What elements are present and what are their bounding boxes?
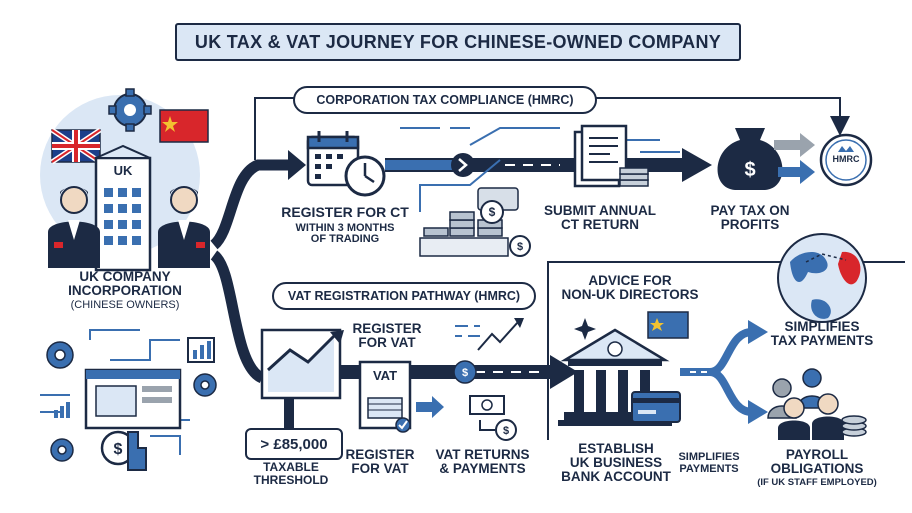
chart-icon [187, 337, 215, 363]
ct-register-label: REGISTER FOR CT WITHIN 3 MONTHS OF TRADI… [280, 205, 410, 246]
advice-line1: ADVICE FOR [588, 273, 672, 288]
laptop-screen [84, 368, 182, 430]
ct-register-line1: REGISTER FOR CT [281, 204, 409, 220]
svg-text:$: $ [517, 241, 523, 253]
vat-doc-label: VAT [372, 368, 398, 383]
company-label-line3: (CHINESE OWNERS) [70, 299, 180, 312]
threshold-line1: TAXABLE [263, 460, 319, 474]
svg-text:$: $ [114, 441, 123, 458]
ct-flow-band-light [385, 160, 465, 170]
ct-pay-line1: PAY TAX ON [710, 203, 790, 218]
section-vat: VAT REGISTRATION PATHWAY (HMRC) [272, 282, 536, 310]
bar-chart-small [54, 402, 70, 418]
clock-icon [344, 155, 386, 197]
coin-stack-icon: $ $ [419, 187, 531, 257]
vat-register-bottom-line1: REGISTER [345, 447, 415, 462]
outcome-payroll-line1: PAYROLL [785, 447, 849, 462]
vat-returns-line1: VAT RETURNS [435, 447, 530, 462]
svg-text:$: $ [503, 425, 509, 437]
vat-returns-line2: & PAYMENTS [439, 461, 526, 477]
company-label-line2: INCORPORATION [68, 283, 182, 299]
vat-flow-arrowhead [550, 355, 578, 389]
page-title: UK TAX & VAT JOURNEY FOR CHINESE-OWNED C… [175, 23, 741, 61]
section-corporation-tax: CORPORATION TAX COMPLIANCE (HMRC) [293, 86, 597, 114]
vat-register-top-label: REGISTER FOR VAT [342, 321, 432, 351]
bank-line2: UK BUSINESS [569, 455, 663, 471]
outcome-payroll-line2: OBLIGATIONS [770, 461, 864, 477]
vat-returns-icons: $ [455, 318, 524, 441]
ct-submit-line1: SUBMIT ANNUAL [544, 203, 656, 218]
chart-icon-vat [260, 328, 344, 428]
advice-line2: NON-UK DIRECTORS [561, 287, 699, 303]
uk-flag-icon [50, 127, 102, 165]
vat-register-bottom-label: REGISTER FOR VAT [340, 447, 420, 477]
ct-pay-label: PAY TAX ON PROFITS [705, 203, 795, 233]
ct-circuit-lines [400, 127, 680, 212]
company-label: UK COMPANY INCORPORATION (CHINESE OWNERS… [40, 269, 210, 312]
simplifies-payments-label: SIMPLIFIES PAYMENTS [672, 451, 746, 475]
vat-blue-arrow [416, 396, 444, 418]
vat-register-top-line1: REGISTER [352, 321, 422, 336]
bank-icon [558, 328, 672, 426]
ct-flow-node [451, 153, 475, 177]
hand-icon [127, 431, 147, 471]
person-icon [48, 186, 100, 268]
hmrc-badge-label: HMRC [832, 154, 860, 164]
building-label: UK [113, 163, 133, 178]
outcome-tax-label: SIMPLIFIES TAX PAYMENTS [766, 319, 878, 349]
threshold-line2: THRESHOLD [253, 472, 329, 487]
bank-line1: ESTABLISH [578, 441, 654, 456]
china-flag-icon [159, 109, 209, 143]
advice-label: ADVICE FOR NON-UK DIRECTORS [555, 273, 705, 303]
bank-label: ESTABLISH UK BUSINESS BANK ACCOUNT [558, 441, 674, 485]
outcome-payroll-line3: (IF UK STAFF EMPLOYED) [757, 477, 877, 489]
gear-icon [108, 88, 152, 132]
branch-ct-arrowhead [288, 150, 306, 180]
money-bag-icon: $ [717, 128, 783, 190]
page-title-text: UK TAX & VAT JOURNEY FOR CHINESE-OWNED C… [194, 31, 722, 52]
ct-flow-arrowhead [682, 148, 712, 182]
globe-icon [777, 233, 867, 323]
ct-submit-line2: CT RETURN [561, 217, 639, 233]
person-icon-right [158, 186, 210, 268]
branch-to-vat [210, 250, 266, 384]
card-icon [631, 391, 681, 423]
outcome-tax-line1: SIMPLIFIES [784, 319, 860, 334]
company-label-line1: UK COMPANY [79, 269, 171, 284]
sparkle-icon [574, 318, 596, 340]
threshold-label: TAXABLE THRESHOLD [236, 461, 346, 486]
threshold-value: > £85,000 [245, 428, 343, 460]
ct-pay-line2: PROFITS [720, 217, 780, 233]
pay-arrows [774, 133, 815, 184]
outcome-payroll-label: PAYROLL OBLIGATIONS (IF UK STAFF EMPLOYE… [742, 447, 892, 489]
vat-flow-node [453, 360, 477, 384]
svg-text:$: $ [744, 159, 755, 181]
outcome-tax-line2: TAX PAYMENTS [770, 333, 874, 349]
branch-to-ct [209, 159, 290, 250]
svg-text:$: $ [489, 205, 496, 219]
vat-register-bottom-line2: FOR VAT [351, 461, 409, 477]
hmrc-crest-icon [819, 133, 873, 187]
simplifies-small-line1: SIMPLIFIES [678, 451, 740, 463]
ct-submit-label: SUBMIT ANNUAL CT RETURN [540, 203, 660, 233]
building-icon [94, 144, 152, 272]
bank-line3: BANK ACCOUNT [561, 469, 671, 485]
vat-register-top-line2: FOR VAT [358, 335, 416, 351]
china-flag-icon-small [647, 311, 689, 339]
split-down [709, 368, 753, 416]
gear-icon-small [46, 341, 217, 462]
team-icon [767, 368, 867, 440]
simplifies-small-line2: PAYMENTS [679, 462, 739, 475]
ct-register-line3: OF TRADING [310, 233, 380, 246]
vat-returns-label: VAT RETURNS & PAYMENTS [430, 447, 535, 477]
split-up [709, 328, 753, 376]
ct-register-line2: WITHIN 3 MONTHS [295, 221, 395, 234]
document-icon-vat [358, 360, 412, 433]
svg-text:$: $ [462, 367, 468, 379]
document-icon [573, 124, 649, 188]
